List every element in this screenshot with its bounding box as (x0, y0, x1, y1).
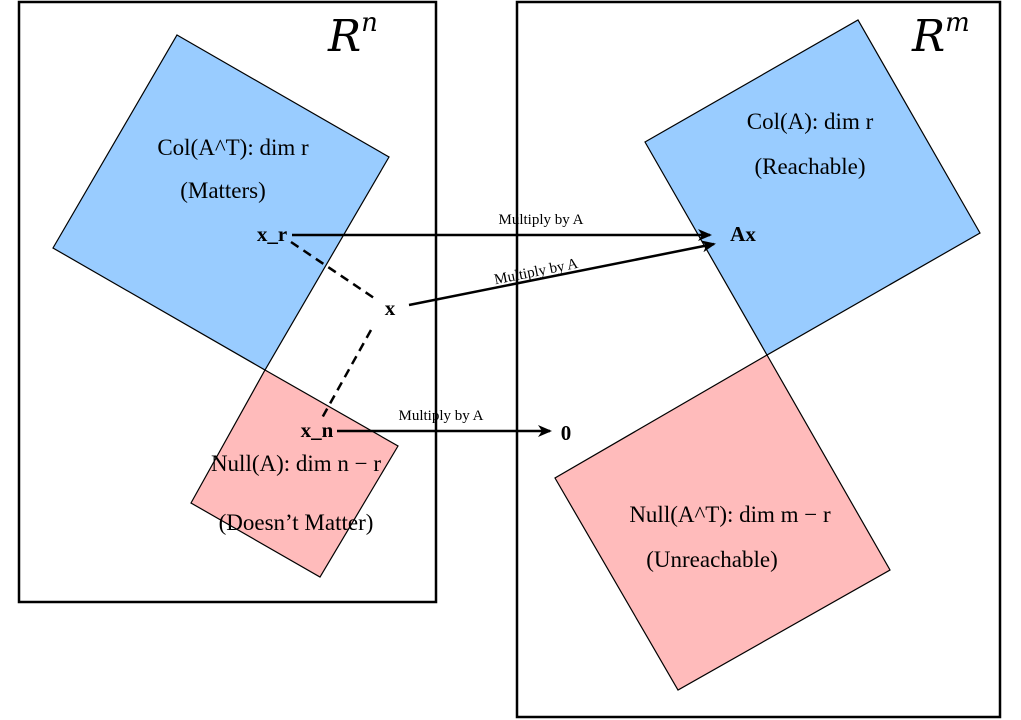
arrow-label-xn-to-zero: Multiply by A (398, 408, 483, 424)
vector-Ax-label: Ax (730, 222, 756, 246)
row-space-note: (Matters) (180, 178, 266, 203)
left-null-space-note: (Unreachable) (646, 547, 778, 572)
null-space-note: (Doesn’t Matter) (219, 510, 374, 535)
domain-space-symbol: Rn (327, 8, 378, 62)
left-null-space-title: Null(A^T): dim m − r (629, 502, 831, 527)
arrow-label-xr-to-Ax: Multiply by A (498, 212, 583, 228)
column-space-region (644, 19, 981, 356)
vector-x-label: x (385, 296, 396, 320)
dashed-x-to-xr (290, 240, 375, 300)
vector-xn-label: x_n (301, 418, 334, 442)
codomain-frame (515, 0, 1002, 719)
vector-xr-label: x_r (257, 222, 287, 246)
null-space-region (190, 369, 399, 578)
dashed-x-to-xn (320, 329, 373, 419)
arrow-label-x-to-Ax: Multiply by A (493, 256, 580, 288)
left-null-space-region (554, 354, 891, 691)
column-space-title: Col(A): dim r (747, 109, 874, 134)
zero-vector-label: 0 (561, 421, 572, 445)
column-space-note: (Reachable) (754, 154, 865, 179)
row-space-title: Col(A^T): dim r (157, 135, 309, 160)
domain-frame (17, 0, 438, 604)
null-space-title: Null(A): dim n − r (211, 451, 381, 476)
arrow-x-to-Ax (408, 240, 716, 307)
codomain-space-symbol: Rm (911, 8, 970, 62)
